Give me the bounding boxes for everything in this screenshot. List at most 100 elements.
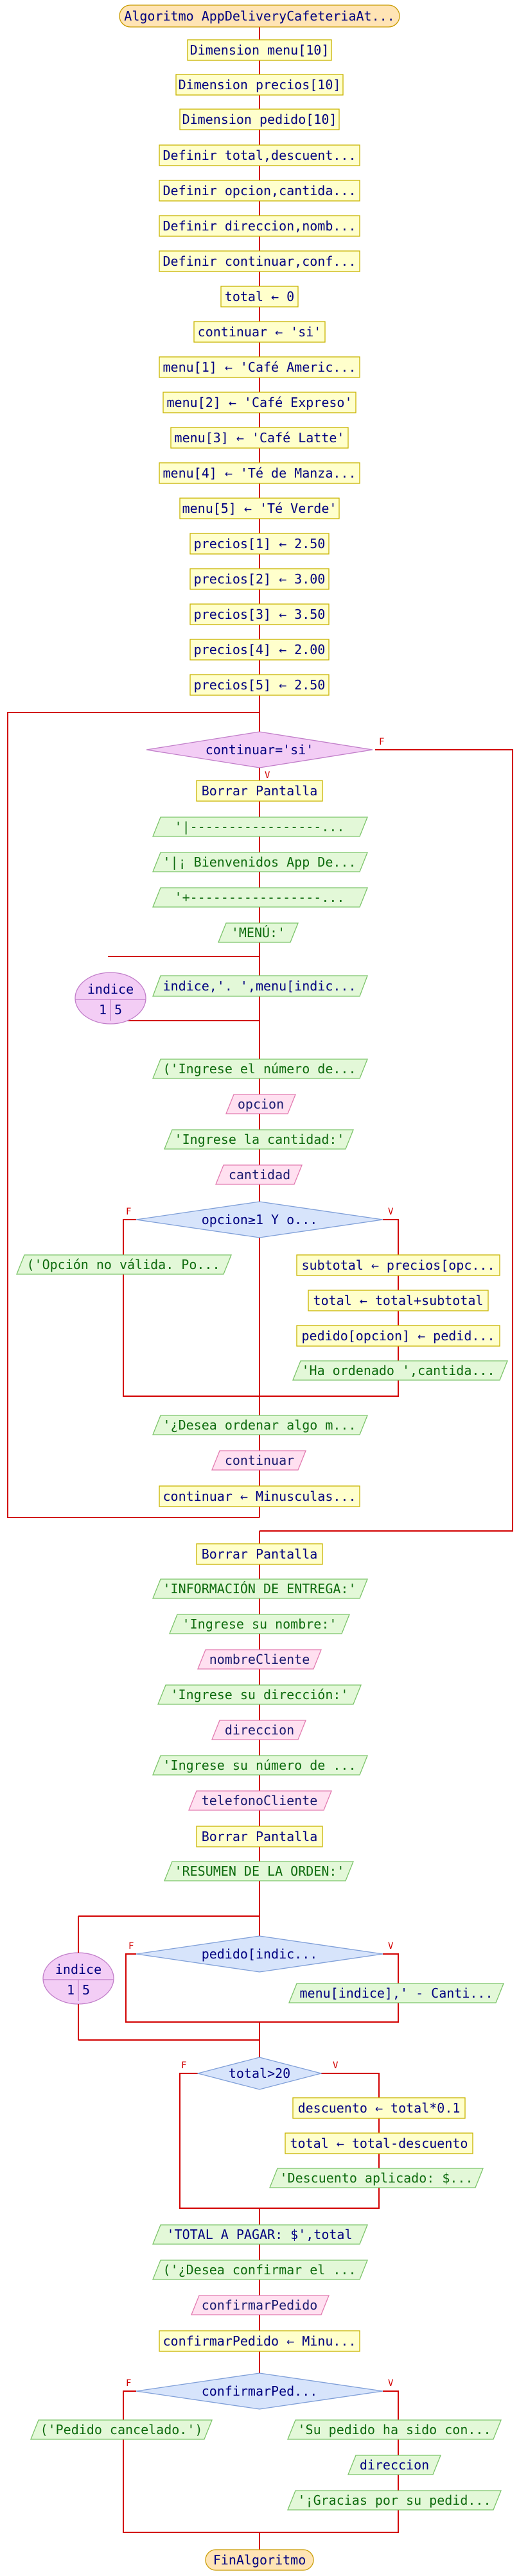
start-terminal: Algoritmo AppDeliveryCafeteriaAt... — [119, 4, 400, 28]
out-total: 'TOTAL A PAGAR: $',total — [152, 2224, 368, 2245]
out-border-2: '+-----------------... — [152, 887, 368, 908]
step-precios-5: precios[5] ← 2.50 — [189, 674, 330, 696]
svg-text:indice: indice — [55, 1962, 101, 1977]
in-name: nombreCliente — [197, 1649, 322, 1670]
start-label: Algoritmo AppDeliveryCafeteriaAt... — [124, 8, 394, 24]
svg-text:V: V — [388, 1207, 394, 1217]
out-delivery-title: 'INFORMACIÓN DE ENTREGA:' — [152, 1578, 368, 1599]
svg-text:indice,'. ',menu[indic...: indice,'. ',menu[indic... — [163, 978, 356, 994]
svg-text:'Ha ordenado ',cantida...: 'Ha ordenado ',cantida... — [301, 1363, 495, 1378]
svg-text:V: V — [333, 2061, 339, 2071]
svg-text:Borrar Pantalla: Borrar Pantalla — [202, 1546, 318, 1562]
svg-text:total ← total+subtotal: total ← total+subtotal — [313, 1293, 484, 1308]
svg-text:1: 1 — [67, 1982, 75, 1998]
step-precios-1: precios[1] ← 2.50 — [189, 533, 330, 555]
step-lower-continuar: continuar ← Minusculas... — [159, 1485, 360, 1507]
ask-address: 'Ingrese su dirección:' — [157, 1684, 362, 1705]
step-def-continuar: Definir continuar,conf... — [159, 250, 360, 272]
step-dim-pedido: Dimension pedido[10] — [179, 108, 340, 130]
svg-text:precios[4] ← 2.00: precios[4] ← 2.00 — [194, 642, 326, 657]
svg-text:('Ingrese el número de...: ('Ingrese el número de... — [163, 1061, 356, 1076]
out-welcome: '|¡ Bienvenidos App De... — [152, 852, 368, 872]
for1-loop-circle: indice 1 5 — [75, 972, 146, 1024]
svg-text:confirmarPedido: confirmarPedido — [202, 2297, 318, 2313]
ask-phone: 'Ingrese su número de ... — [152, 1755, 368, 1776]
step-menu-2: menu[2] ← 'Café Expreso' — [163, 392, 356, 413]
in-option: opcion — [225, 1094, 296, 1114]
delivery-section: Borrar Pantalla 'INFORMACIÓN DE ENTREGA:… — [152, 1543, 368, 1881]
svg-text:'Ingrese su nombre:': 'Ingrese su nombre:' — [182, 1616, 337, 1632]
finish-section: 'TOTAL A PAGAR: $',total ('¿Desea confir… — [152, 2224, 368, 2352]
if2-branches — [125, 1953, 399, 2023]
svg-text:Definir opcion,cantida...: Definir opcion,cantida... — [163, 183, 356, 198]
step-discount-calc: descuento ← total*0.1 — [292, 2097, 466, 2119]
while-exit-line — [260, 749, 513, 1532]
svg-text:Dimension menu[10]: Dimension menu[10] — [190, 42, 330, 58]
svg-text:5: 5 — [114, 1002, 122, 1017]
in-phone: telefonoCliente — [188, 1790, 332, 1811]
clear-screen-3: Borrar Pantalla — [196, 1826, 323, 1847]
svg-text:direccion: direccion — [360, 2457, 429, 2473]
svg-text:'MENÚ:': 'MENÚ:' — [231, 925, 285, 940]
svg-text:'¡Gracias por su pedid...: '¡Gracias por su pedid... — [297, 2493, 491, 2508]
svg-text:continuar: continuar — [225, 1453, 294, 1468]
out-discount: 'Descuento aplicado: $... — [269, 2168, 484, 2188]
step-menu-5: menu[5] ← 'Té Verde' — [179, 497, 340, 519]
discount-condition: total>20 F V — [181, 2057, 339, 2090]
while-loopback-line — [7, 712, 260, 1518]
svg-text:('Opción no válida. Po...: ('Opción no válida. Po... — [26, 1257, 220, 1272]
step-def-opcion: Definir opcion,cantida... — [159, 180, 360, 202]
out-summary-line: menu[indice],' - Canti... — [288, 1983, 504, 2003]
svg-text:Definir total,descuent...: Definir total,descuent... — [163, 148, 356, 163]
svg-text:pedido[opcion] ← pedid...: pedido[opcion] ← pedid... — [301, 1328, 495, 1344]
while-body: Borrar Pantalla '|-----------------... '… — [16, 780, 508, 1507]
step-precios-3: precios[3] ← 3.50 — [189, 603, 330, 625]
svg-text:Definir continuar,conf...: Definir continuar,conf... — [163, 254, 356, 269]
svg-text:Dimension pedido[10]: Dimension pedido[10] — [182, 112, 337, 127]
svg-text:F: F — [181, 2061, 186, 2071]
svg-text:precios[3] ← 3.50: precios[3] ← 3.50 — [194, 607, 326, 622]
step-continuar-si: continuar ← 'si' — [193, 321, 326, 343]
svg-text:opcion≥1 Y o...: opcion≥1 Y o... — [202, 1212, 318, 1227]
in-confirm: confirmarPedido — [191, 2295, 330, 2315]
svg-text:nombreCliente: nombreCliente — [209, 1652, 310, 1667]
svg-text:total ← total-descuento: total ← total-descuento — [290, 2136, 468, 2151]
svg-text:menu[3] ← 'Café Latte': menu[3] ← 'Café Latte' — [175, 430, 345, 445]
svg-text:Borrar Pantalla: Borrar Pantalla — [202, 783, 318, 799]
svg-text:'Ingrese su número de ...: 'Ingrese su número de ... — [163, 1758, 356, 1773]
svg-text:precios[5] ← 2.50: precios[5] ← 2.50 — [194, 677, 326, 693]
in-more: continuar — [211, 1450, 306, 1471]
svg-text:V: V — [388, 2378, 394, 2389]
svg-text:continuar ← Minusculas...: continuar ← Minusculas... — [163, 1489, 356, 1504]
if2-condition: pedido[indic... F V — [128, 1935, 394, 1973]
svg-text:confirmarPed...: confirmarPed... — [202, 2383, 318, 2399]
svg-text:'¿Desea ordenar algo m...: '¿Desea ordenar algo m... — [163, 1417, 356, 1433]
end-terminal: FinAlgoritmo — [205, 2549, 314, 2571]
while-condition: continuar='si' V F — [146, 731, 384, 781]
step-total-zero: total ← 0 — [220, 286, 299, 307]
svg-text:total>20: total>20 — [229, 2066, 290, 2081]
step-precios-2: precios[2] ← 3.00 — [189, 568, 330, 590]
step-dim-menu: Dimension menu[10] — [187, 39, 332, 61]
ask-name: 'Ingrese su nombre:' — [169, 1614, 350, 1634]
in-qty: cantidad — [215, 1164, 303, 1185]
step-total-add: total ← total+subtotal — [308, 1290, 489, 1311]
svg-text:V: V — [265, 770, 270, 781]
clear-screen-2: Borrar Pantalla — [196, 1543, 323, 1565]
svg-text:F: F — [126, 1207, 131, 1217]
step-menu-4: menu[4] ← 'Té de Manza... — [159, 462, 360, 484]
svg-text:F: F — [126, 2378, 131, 2389]
svg-text:direccion: direccion — [225, 1722, 294, 1738]
step-menu-3: menu[3] ← 'Café Latte' — [170, 427, 349, 449]
svg-text:FinAlgoritmo: FinAlgoritmo — [213, 2552, 306, 2568]
svg-text:total ← 0: total ← 0 — [225, 289, 294, 304]
svg-text:descuento ← total*0.1: descuento ← total*0.1 — [298, 2100, 461, 2116]
out-border-1: '|-----------------... — [152, 817, 368, 837]
svg-text:'|¡ Bienvenidos App De...: '|¡ Bienvenidos App De... — [163, 854, 356, 870]
out-invalid: ('Opción no válida. Po... — [16, 1254, 232, 1275]
out-ordered: 'Ha ordenado ',cantida... — [292, 1360, 508, 1381]
step-def-total: Definir total,descuent... — [159, 144, 360, 166]
svg-text:V: V — [388, 1941, 394, 1951]
svg-text:'TOTAL A PAGAR: $',total: 'TOTAL A PAGAR: $',total — [167, 2227, 353, 2242]
